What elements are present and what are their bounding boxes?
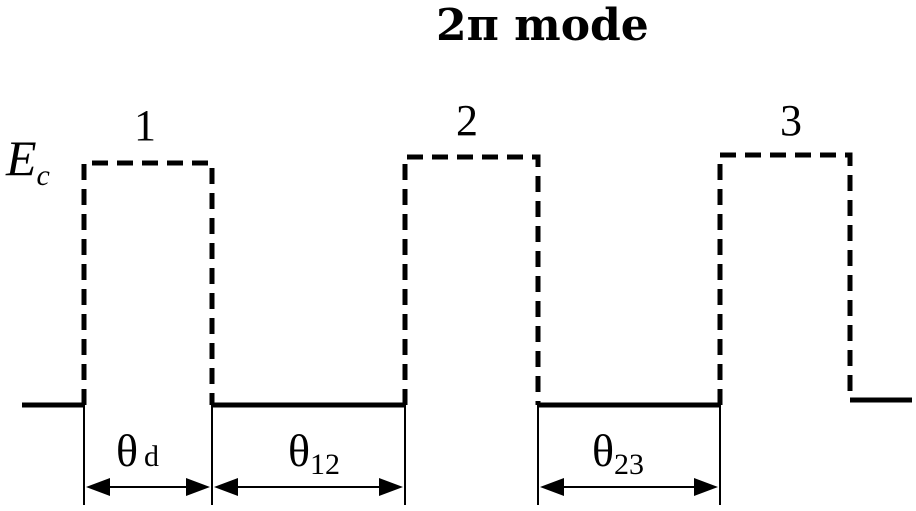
- interval-label-23: θ23: [592, 425, 644, 481]
- interval-label-12: θ12: [288, 425, 340, 481]
- pulse-3: [717, 152, 853, 405]
- pulse-label-2: 2: [456, 96, 478, 145]
- diagram-title: 2π mode: [436, 0, 649, 51]
- pulse-label-3: 3: [780, 96, 802, 145]
- pulse-label-1: 1: [134, 101, 156, 150]
- level-label-main: E: [5, 130, 37, 186]
- interval-arrow-d: [86, 478, 210, 496]
- pulse-1: [81, 160, 215, 405]
- level-label: Ec: [5, 130, 50, 192]
- interval-arrow-23: [540, 478, 718, 496]
- pulse-2: [402, 154, 541, 405]
- level-label-subscript: c: [37, 159, 50, 192]
- interval-arrow-12: [214, 478, 403, 496]
